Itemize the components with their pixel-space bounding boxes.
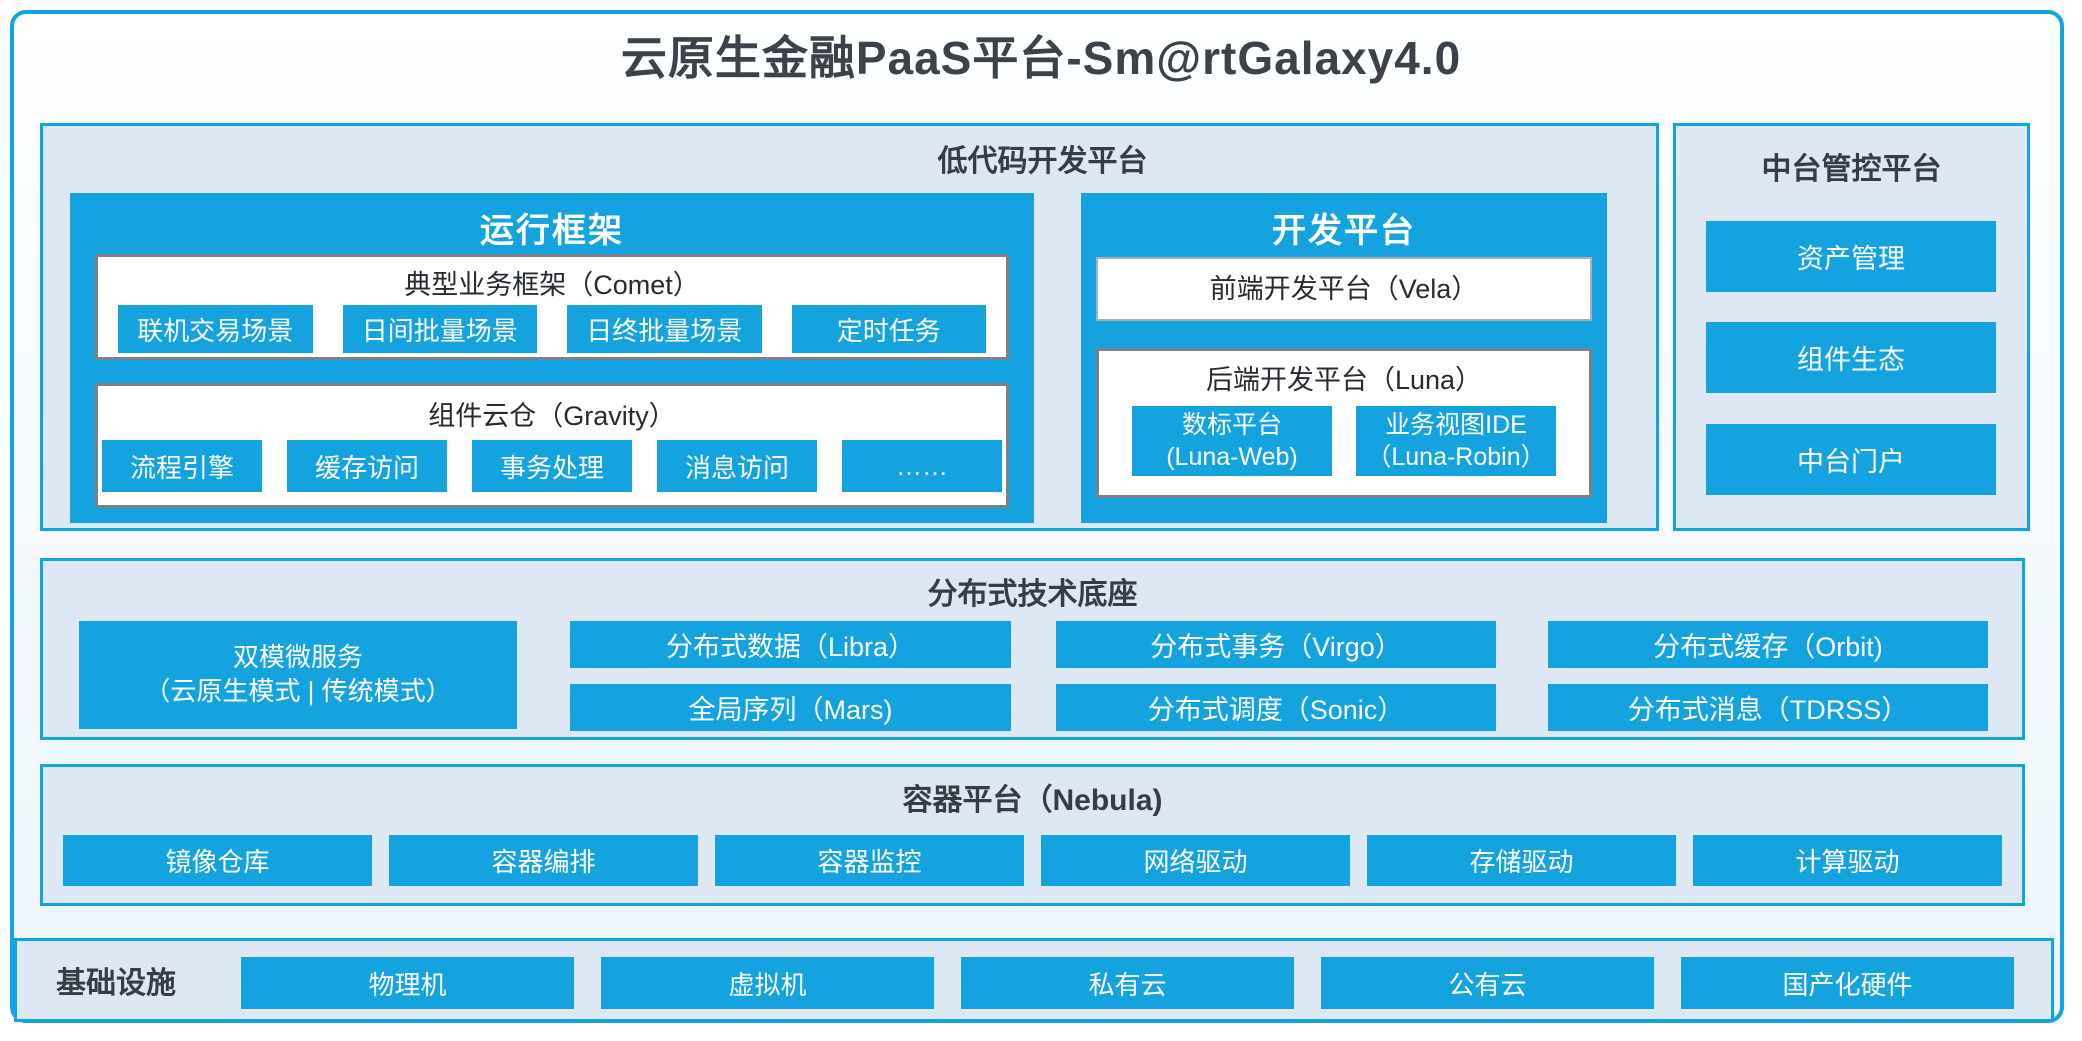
dev-platform-title: 开发平台 <box>1272 212 1416 250</box>
distributed-item-virgo: 分布式事务（Virgo） <box>1056 621 1496 668</box>
box-luna: 后端开发平台（Luna） 数标平台 (Luna-Web) 业务视图IDE （Lu… <box>1096 348 1592 498</box>
section-distributed-base: 分布式技术底座 双模微服务 （云原生模式 | 传统模式） 分布式数据（Libra… <box>40 558 2025 740</box>
gravity-items-row: 流程引擎 缓存访问 事务处理 消息访问 …… <box>98 440 1006 492</box>
dual-mode-line1: 双模微服务 <box>232 642 363 673</box>
gravity-item-ellipsis: …… <box>842 440 1002 492</box>
distributed-item-tdrss: 分布式消息（TDRSS） <box>1548 684 1988 731</box>
container-items-row: 镜像仓库 容器编排 容器监控 网络驱动 存储驱动 计算驱动 <box>63 835 2002 886</box>
luna-item-web-code: (Luna-Web) <box>1166 443 1298 471</box>
distributed-item-libra: 分布式数据（Libra） <box>570 621 1011 668</box>
container-item: 容器监控 <box>715 835 1024 886</box>
comet-item: 日终批量场景 <box>567 305 762 353</box>
luna-title: 后端开发平台（Luna） <box>1205 365 1483 395</box>
box-vela: 前端开发平台（Vela） <box>1096 257 1592 321</box>
section-mid-platform: 中台管控平台 资产管理 组件生态 中台门户 <box>1673 123 2030 531</box>
dual-mode-microservice-box: 双模微服务 （云原生模式 | 传统模式） <box>79 621 517 729</box>
panel-runtime-framework: 运行框架 典型业务框架（Comet） 联机交易场景 日间批量场景 日终批量场景 … <box>70 193 1034 523</box>
dual-mode-line2: （云原生模式 | 传统模式） <box>144 676 452 706</box>
page-title: 云原生金融PaaS平台-Sm@rtGalaxy4.0 <box>620 32 1462 84</box>
mid-platform-item: 资产管理 <box>1706 221 1996 292</box>
box-comet: 典型业务框架（Comet） 联机交易场景 日间批量场景 日终批量场景 定时任务 <box>95 254 1009 360</box>
luna-item-web: 数标平台 (Luna-Web) <box>1132 406 1332 476</box>
section-low-code-title: 低代码开发平台 <box>937 145 1148 178</box>
infrastructure-item: 私有云 <box>961 957 1294 1009</box>
section-container-platform: 容器平台（Nebula) 镜像仓库 容器编排 容器监控 网络驱动 存储驱动 计算… <box>40 764 2025 906</box>
infrastructure-item: 公有云 <box>1321 957 1654 1009</box>
comet-item: 定时任务 <box>791 305 986 353</box>
container-item: 镜像仓库 <box>63 835 372 886</box>
section-infrastructure: 基础设施 物理机 虚拟机 私有云 公有云 国产化硬件 <box>14 938 2054 1022</box>
luna-items-row: 数标平台 (Luna-Web) 业务视图IDE （Luna-Robin） <box>1099 406 1589 476</box>
section-low-code-platform: 低代码开发平台 运行框架 典型业务框架（Comet） 联机交易场景 日间批量场景… <box>40 123 1659 531</box>
mid-platform-title: 中台管控平台 <box>1761 153 1942 186</box>
gravity-item: 事务处理 <box>472 440 632 492</box>
container-platform-title: 容器平台（Nebula) <box>902 784 1163 817</box>
box-gravity: 组件云仓（Gravity） 流程引擎 缓存访问 事务处理 消息访问 …… <box>95 383 1009 508</box>
runtime-framework-title: 运行框架 <box>480 212 624 250</box>
luna-item-robin: 业务视图IDE （Luna-Robin） <box>1356 406 1556 476</box>
comet-title: 典型业务框架（Comet） <box>404 270 700 300</box>
infrastructure-item: 物理机 <box>241 957 574 1009</box>
infrastructure-item: 国产化硬件 <box>1681 957 2014 1009</box>
container-item: 存储驱动 <box>1367 835 1676 886</box>
distributed-item-sonic: 分布式调度（Sonic） <box>1056 684 1496 731</box>
mid-platform-item: 中台门户 <box>1706 424 1996 495</box>
gravity-item: 消息访问 <box>657 440 817 492</box>
gravity-item: 流程引擎 <box>102 440 262 492</box>
luna-item-robin-name: 业务视图IDE <box>1385 410 1527 439</box>
container-item: 计算驱动 <box>1693 835 2002 886</box>
container-item: 容器编排 <box>389 835 698 886</box>
infrastructure-title: 基础设施 <box>56 967 176 1000</box>
vela-title: 前端开发平台（Vela） <box>1209 274 1479 304</box>
gravity-title: 组件云仓（Gravity） <box>428 401 676 431</box>
container-item: 网络驱动 <box>1041 835 1350 886</box>
panel-dev-platform: 开发平台 前端开发平台（Vela） 后端开发平台（Luna） 数标平台 (Lun… <box>1081 193 1607 523</box>
infrastructure-items-row: 物理机 虚拟机 私有云 公有云 国产化硬件 <box>241 957 2014 1009</box>
distributed-item-mars: 全局序列（Mars) <box>570 684 1011 731</box>
comet-item: 日间批量场景 <box>342 305 537 353</box>
comet-items-row: 联机交易场景 日间批量场景 日终批量场景 定时任务 <box>118 305 986 353</box>
luna-item-web-name: 数标平台 <box>1181 410 1282 439</box>
distributed-base-title: 分布式技术底座 <box>927 578 1138 611</box>
infrastructure-item: 虚拟机 <box>601 957 934 1009</box>
comet-item: 联机交易场景 <box>118 305 313 353</box>
distributed-item-orbit: 分布式缓存（Orbit) <box>1548 621 1988 668</box>
luna-item-robin-code: （Luna-Robin） <box>1366 443 1546 471</box>
mid-platform-item: 组件生态 <box>1706 322 1996 393</box>
gravity-item: 缓存访问 <box>287 440 447 492</box>
